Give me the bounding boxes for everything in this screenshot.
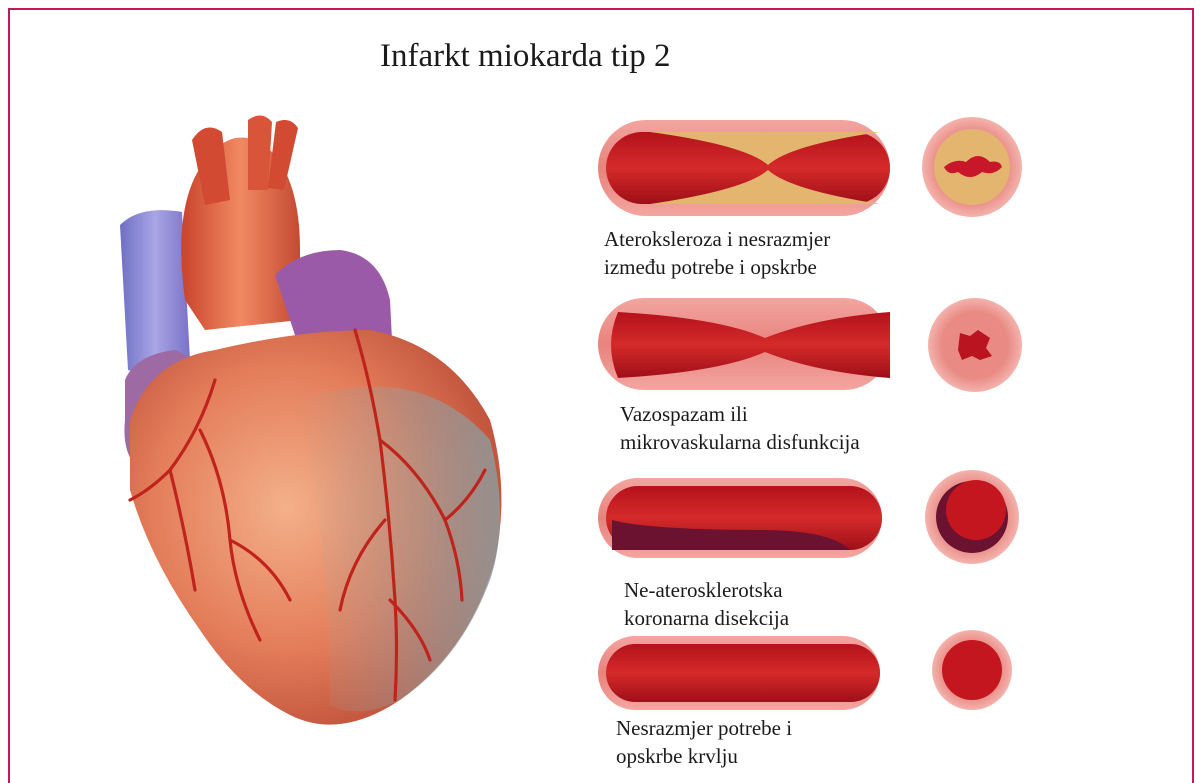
vessel-dissection — [598, 478, 882, 558]
caption-vasospasm: Vazospazam ili mikrovaskularna disfunkci… — [620, 400, 860, 456]
caption-line: Ateroksleroza i nesrazmjer — [604, 225, 830, 253]
caption-line: mikrovaskularna disfunkcija — [620, 428, 860, 456]
caption-line: između potrebe i opskrbe — [604, 253, 830, 281]
caption-line: opskrbe krvlju — [616, 742, 792, 770]
cross-section-vasospasm — [928, 298, 1022, 392]
cross-section-atherosclerosis — [922, 117, 1022, 217]
cross-section-normal — [932, 630, 1012, 710]
vessel-normal — [598, 636, 880, 710]
caption-line: koronarna disekcija — [624, 604, 789, 632]
caption-demand-mismatch: Nesrazmjer potrebe i opskrbe krvlju — [616, 714, 792, 770]
heart-illustration — [120, 115, 501, 724]
caption-line: Ne-aterosklerotska — [624, 576, 789, 604]
caption-atherosclerosis: Ateroksleroza i nesrazmjer između potreb… — [604, 225, 830, 281]
vessel-atherosclerosis — [598, 120, 890, 216]
figure-title: Infarkt miokarda tip 2 — [380, 38, 671, 75]
caption-line: Nesrazmjer potrebe i — [616, 714, 792, 742]
vessel-vasospasm — [598, 298, 890, 390]
caption-dissection: Ne-aterosklerotska koronarna disekcija — [624, 576, 789, 632]
caption-line: Vazospazam ili — [620, 400, 860, 428]
cross-section-dissection — [925, 470, 1019, 564]
